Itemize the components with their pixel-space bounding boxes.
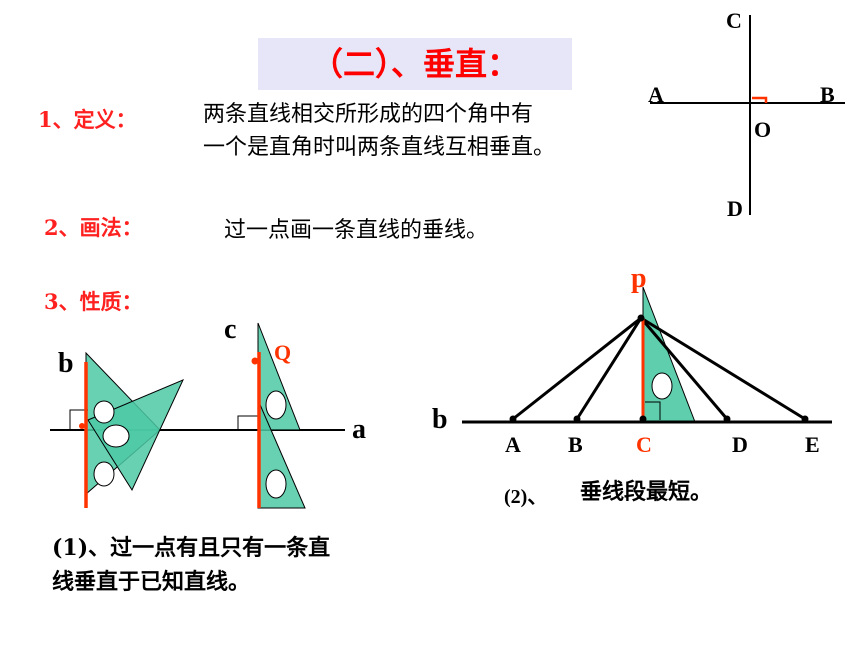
point-d-marker (723, 415, 731, 423)
line-label-b: b (58, 348, 74, 379)
set-square-2 (87, 379, 184, 492)
point-c-marker (639, 415, 647, 423)
caption-2-text: 垂线段最短。 (580, 479, 713, 505)
definition-line-1: 两条直线相交所形成的四个角中有 (203, 102, 534, 127)
method-text: 过一点画一条直线的垂线。 (224, 218, 489, 243)
point-label-e-right: E (805, 432, 820, 457)
segment-pa (512, 316, 642, 421)
caption-1-line-2: 线垂直于已知直线。 (52, 569, 251, 595)
set-square-hole (651, 372, 673, 400)
set-square-hole (93, 461, 115, 487)
set-square-hole (265, 469, 287, 499)
point-e-marker (801, 415, 809, 423)
point-label-p: p (631, 263, 647, 294)
page-title: （二）、垂直： (310, 45, 519, 83)
point-label-c: C (726, 8, 742, 33)
definition-label: 1、定义： (38, 107, 137, 132)
point-marker (79, 423, 85, 429)
title-banner (258, 38, 572, 90)
point-b-marker (573, 415, 581, 423)
point-label-o: O (754, 117, 772, 142)
segment-pd (639, 317, 729, 420)
right-angle-mark (69, 409, 88, 430)
point-label-a-right: A (505, 432, 521, 457)
definition-line-2: 一个是直角时叫两条直线互相垂直。 (203, 135, 556, 160)
line-label-a: a (352, 414, 366, 445)
caption-2-number: (2)、 (504, 486, 548, 508)
property-label: 3、性质： (44, 289, 143, 314)
line-label-b-right: b (432, 404, 448, 435)
segment-pb (575, 317, 643, 420)
right-angle-mark (237, 415, 258, 430)
point-label-d: D (727, 196, 743, 221)
point-label-q: Q (274, 340, 292, 365)
point-q-marker (251, 357, 259, 365)
point-label-b: B (820, 82, 835, 107)
point-label-c-right: C (636, 432, 652, 457)
set-square-hole (102, 424, 130, 448)
set-square-hole (93, 400, 115, 424)
method-label: 2、画法： (44, 215, 143, 240)
caption-1-line-1: (1)、过一点有且只有一条直 (52, 535, 331, 561)
right-angle-mark (645, 401, 661, 420)
point-a-marker (509, 415, 517, 423)
set-square-hole (265, 390, 287, 420)
point-p-marker (637, 314, 645, 322)
right-angle-mark (752, 96, 768, 103)
segment-pe (640, 316, 806, 421)
line-label-c: c (224, 314, 237, 345)
point-label-d-right: D (732, 432, 748, 457)
point-label-a: A (648, 82, 664, 107)
point-label-b-right: B (568, 432, 583, 457)
